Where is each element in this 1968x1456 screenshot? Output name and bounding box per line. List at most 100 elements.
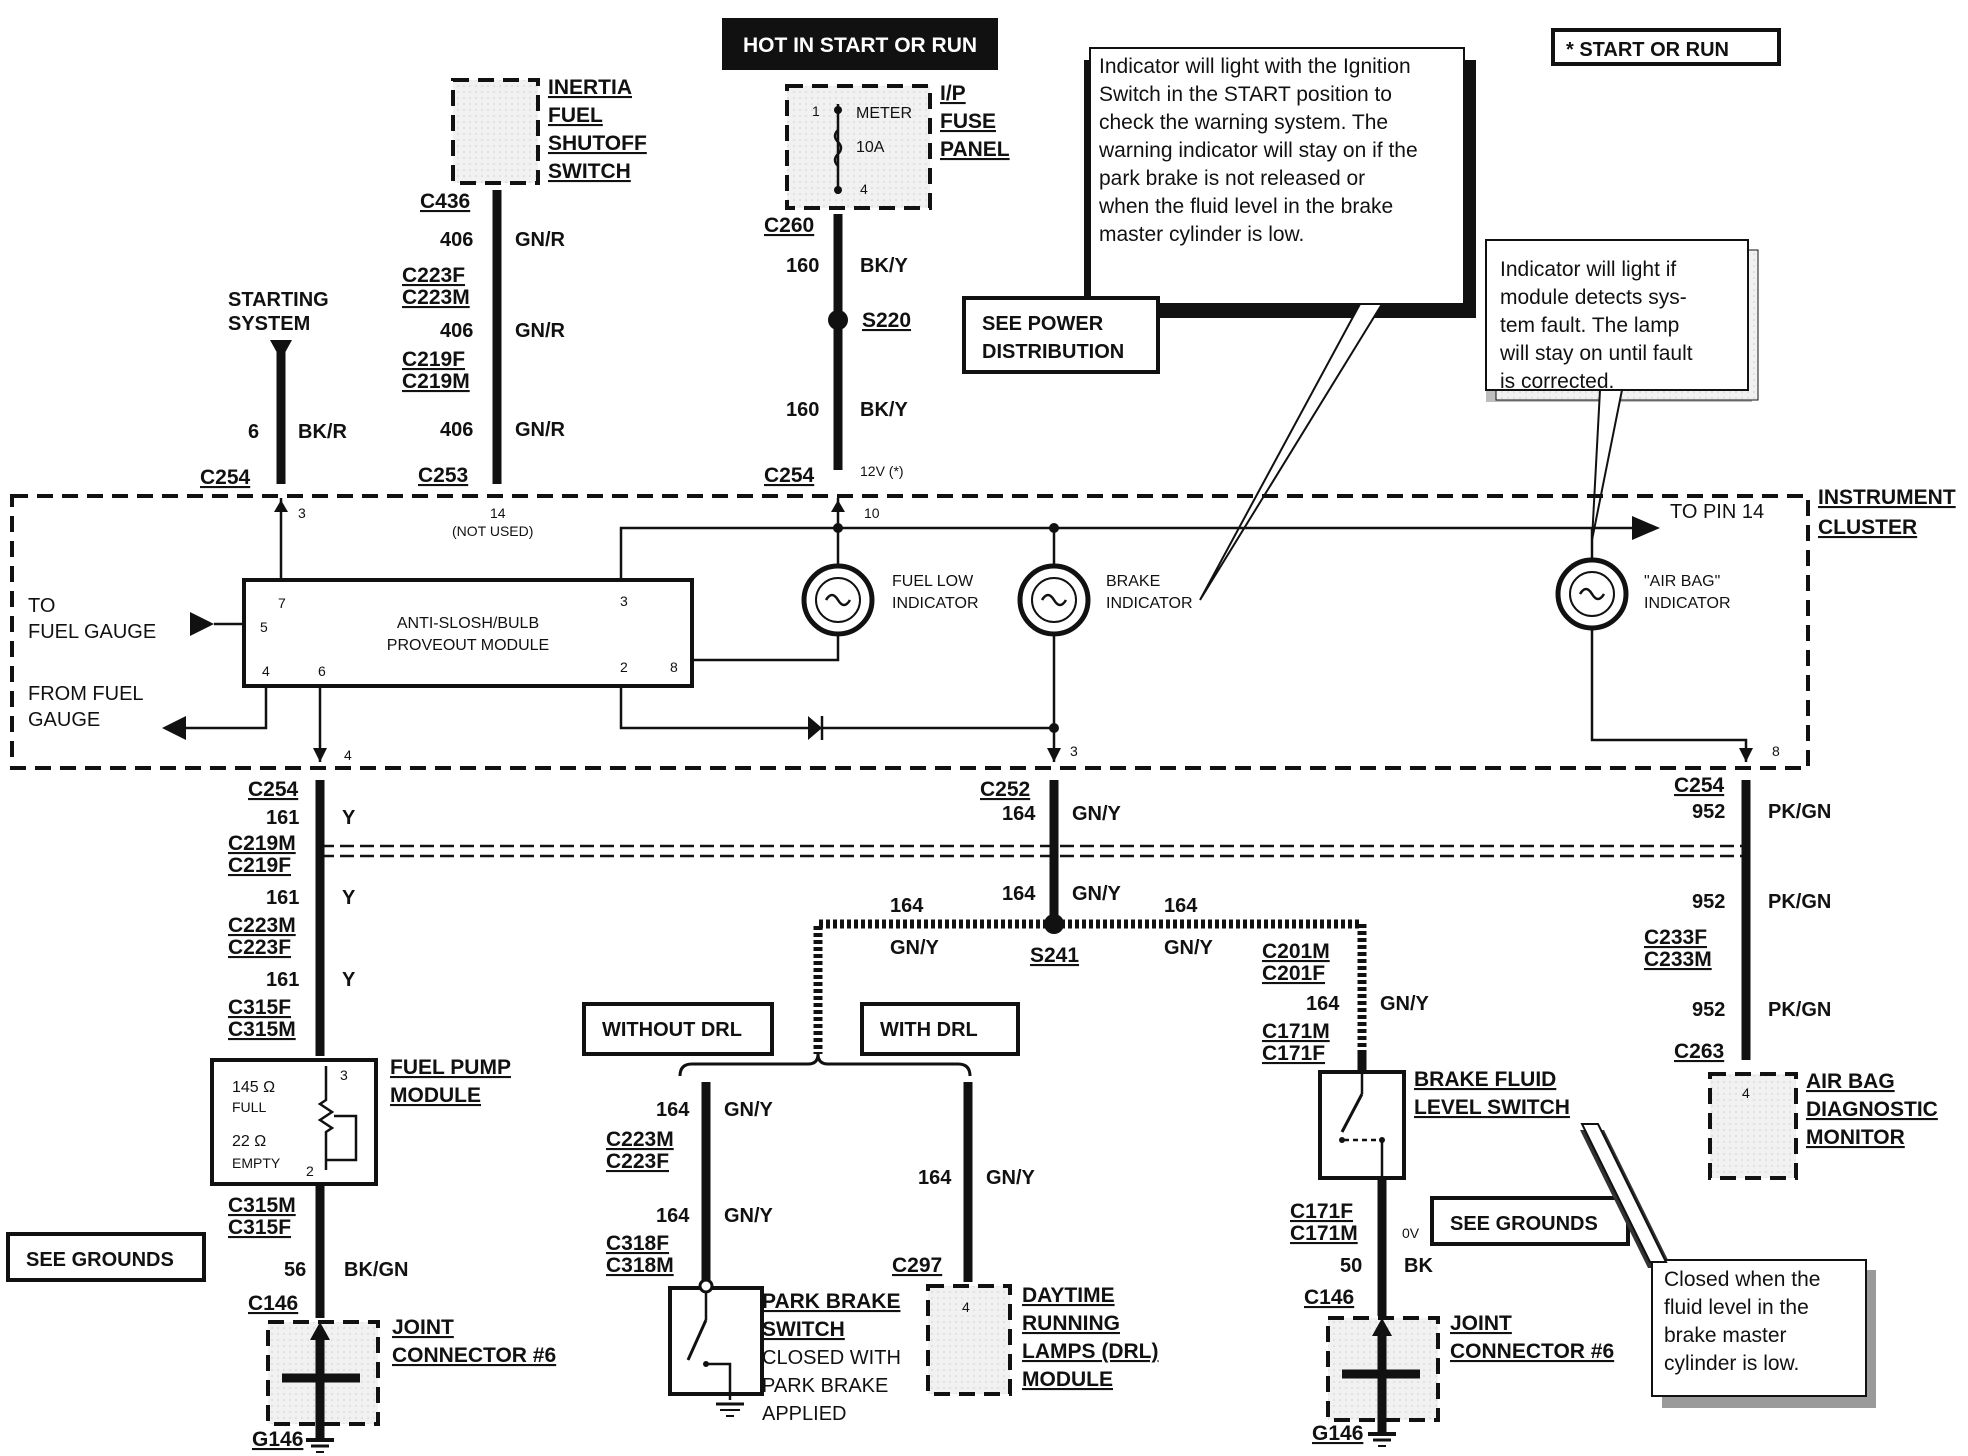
note1-line4: warning indicator will stay on if the (1098, 139, 1418, 162)
airbag-ind-2: INDICATOR (1644, 595, 1731, 612)
pin-14-label: 14 (490, 505, 506, 521)
pin-4-bottom: 4 (344, 747, 352, 763)
circuit-164-c: 164 (890, 895, 924, 917)
connector-c223f-center: C223F (606, 1150, 669, 1173)
cluster-title-2: CLUSTER (1818, 516, 1917, 539)
without-drl: WITHOUT DRL (602, 1019, 742, 1041)
fuse-panel-title-3: PANEL (940, 138, 1010, 161)
hot-in-start-or-run-banner (722, 18, 998, 70)
color-y-b: Y (342, 887, 356, 909)
park-brake-desc-3: APPLIED (762, 1403, 846, 1425)
airbag-mon-title-1: AIR BAG (1806, 1070, 1895, 1093)
park-brake-title-1: PARK BRAKE (762, 1290, 900, 1313)
note-brake-fluid (1580, 1123, 1876, 1408)
note3-line4: cylinder is low. (1664, 1352, 1799, 1375)
cluster-title-1: INSTRUMENT (1818, 486, 1956, 509)
fuel-pump-module (210, 1058, 378, 1186)
brake-ind-1: BRAKE (1106, 573, 1160, 590)
note3-line1: Closed when the (1664, 1268, 1820, 1291)
drl-title-3: LAMPS (DRL) (1022, 1340, 1158, 1363)
connector-c315f-bottom: C315F (228, 1216, 291, 1239)
note1-line7: master cylinder is low. (1099, 223, 1304, 246)
int-bus-line (619, 526, 1632, 580)
connector-c254-lower: C254 (248, 778, 299, 801)
circuit-164-f: 164 (656, 1205, 690, 1227)
connector-c315m-top: C315M (228, 1018, 296, 1041)
connector-c223f-left: C223F (228, 936, 291, 959)
connector-c219m-top: C219M (402, 370, 470, 393)
inertia-title-4: SWITCH (548, 160, 631, 183)
color-gny-g: GN/Y (986, 1167, 1036, 1189)
connector-c171f-bottom: C171F (1290, 1200, 1353, 1223)
hot-label: HOT IN START OR RUN (743, 34, 977, 57)
color-gny-h: GN/Y (1380, 993, 1430, 1015)
starting-system-1: STARTING (228, 289, 329, 311)
from-fuel-gauge-1: FROM FUEL (28, 683, 144, 705)
circuit-6: 6 (248, 421, 259, 443)
connector-c254-top: C254 (764, 464, 815, 487)
note1-line2: Switch in the START position to (1099, 83, 1392, 106)
circuit-161-c: 161 (266, 969, 299, 991)
circuit-56: 56 (284, 1259, 306, 1281)
color-bk: BK (1404, 1255, 1433, 1277)
color-pkgn-b: PK/GN (1768, 891, 1831, 913)
inertia-switch-box (451, 78, 540, 185)
color-gnr-a: GN/R (515, 229, 566, 251)
connector-c223m-center: C223M (606, 1128, 674, 1151)
pin-2: 2 (620, 659, 628, 675)
module-line2: PROVEOUT MODULE (387, 637, 549, 654)
see-power-1: SEE POWER (982, 313, 1104, 335)
splice-s220 (828, 310, 848, 330)
connector-c201m: C201M (1262, 940, 1330, 963)
fuse-rating: 10A (856, 139, 885, 156)
to-fuel-gauge-1: TO (28, 595, 55, 617)
see-power-distribution[interactable] (962, 296, 1160, 374)
voltage-0v: 0V (1402, 1225, 1420, 1241)
fuel-low-indicator-lamp (801, 563, 875, 637)
connector-c223m-top: C223M (402, 286, 470, 309)
pin-7: 7 (278, 595, 286, 611)
connector-c254-right: C254 (1674, 774, 1725, 797)
color-pkgn-c: PK/GN (1768, 999, 1831, 1021)
starting-system-2: SYSTEM (228, 313, 310, 335)
diode (808, 716, 822, 740)
fuse-pin-out: 4 (860, 181, 868, 197)
color-gny-e: GN/Y (724, 1099, 774, 1121)
drl-option-brace (678, 1053, 972, 1077)
circuit-50: 50 (1340, 1255, 1362, 1277)
connector-c253: C253 (418, 464, 468, 487)
with-drl-box (860, 1002, 1020, 1056)
airbag-mon-title-3: MONITOR (1806, 1126, 1905, 1149)
note2-line5: is corrected. (1500, 370, 1614, 393)
note-airbag-fault (1485, 239, 1759, 541)
joint-right-2: CONNECTOR #6 (1450, 1340, 1614, 1363)
fp-full-label: FULL (232, 1099, 266, 1115)
circuit-160-b: 160 (786, 399, 819, 421)
legend-text: * START OR RUN (1566, 39, 1729, 61)
see-grounds-right[interactable] (1430, 1196, 1630, 1246)
circuit-161-b: 161 (266, 887, 299, 909)
see-grounds-left[interactable] (6, 1232, 206, 1282)
fuse-pin-in: 1 (812, 103, 820, 119)
to-fuel-gauge-arrow (190, 612, 214, 636)
to-pin-14: TO PIN 14 (1670, 501, 1764, 523)
see-power-2: DISTRIBUTION (982, 341, 1124, 363)
connector-c219m-left: C219M (228, 832, 296, 855)
ground-g146-left: G146 (252, 1428, 303, 1451)
voltage-label: 12V (*) (860, 463, 904, 479)
legend-box (1551, 28, 1781, 66)
circuit-164-e: 164 (656, 1099, 690, 1121)
inertia-title-2: FUEL (548, 104, 603, 127)
color-gnr-c: GN/R (515, 419, 566, 441)
starting-system-arrow (270, 340, 292, 360)
from-fuel-gauge-arrow (162, 716, 186, 740)
note1-line3: check the warning system. The (1099, 111, 1388, 134)
pin-4: 4 (262, 663, 270, 679)
circuit-952-c: 952 (1692, 999, 1725, 1021)
note1-line1: Indicator will light with the Ignition (1099, 55, 1411, 78)
drl-pin: 4 (962, 1299, 970, 1315)
connector-c219f-top: C219F (402, 348, 465, 371)
drl-module (926, 1284, 1012, 1396)
connector-c233m: C233M (1644, 948, 1712, 971)
